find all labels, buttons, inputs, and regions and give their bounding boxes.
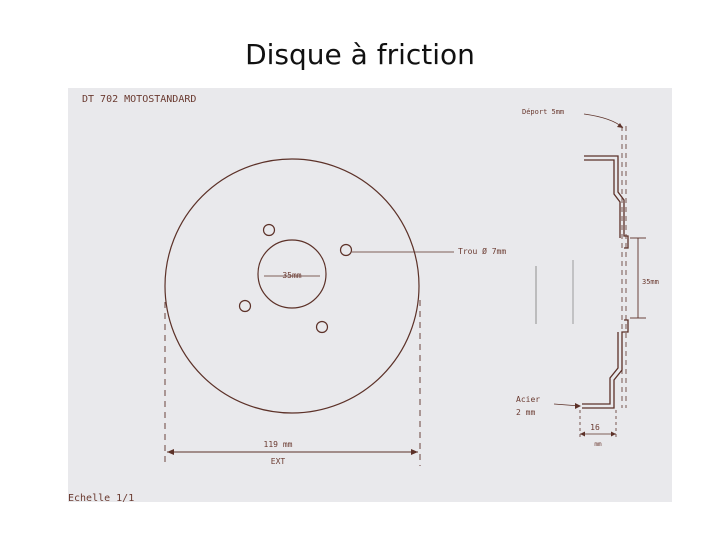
- model-label: DT 702 MOTOSTANDARD: [82, 94, 196, 105]
- material-label-line2: 2 mm: [516, 408, 535, 417]
- arrowhead: [575, 403, 581, 409]
- mounting-hole: [238, 299, 252, 313]
- profile-lower-inner: [582, 332, 619, 405]
- offset-label: Déport 5mm: [522, 108, 564, 116]
- arrowhead: [580, 431, 585, 437]
- arrowhead: [617, 123, 623, 128]
- mounting-hole: [315, 320, 329, 334]
- arrowhead: [411, 449, 418, 455]
- material-label-line1: Acier: [516, 395, 540, 404]
- friction-disc-drawing: DT 702 MOTOSTANDARD Echelle 1/1 35mm Tro…: [68, 88, 672, 502]
- side-height-label: 35mm: [642, 278, 659, 286]
- outer-diameter-suffix: EXT: [271, 457, 286, 466]
- hole-note: Trou Ø 7mm: [458, 246, 506, 256]
- scale-label: Echelle 1/1: [68, 493, 134, 502]
- arrowhead: [611, 431, 616, 437]
- outer-diameter-value: 119 mm: [264, 440, 293, 449]
- mounting-hole: [262, 223, 276, 237]
- inner-diameter-label: 35mm: [282, 271, 301, 280]
- paper-background: [68, 88, 672, 502]
- flange-width-unit: mm: [594, 441, 602, 448]
- technical-drawing-photo: DT 702 MOTOSTANDARD Echelle 1/1 35mm Tro…: [68, 88, 672, 502]
- mounting-hole: [339, 243, 353, 257]
- flange-width-label: 16: [590, 423, 600, 432]
- arrowhead: [167, 449, 174, 455]
- profile-lower-outline: [582, 319, 629, 409]
- profile-upper-inner: [584, 159, 621, 238]
- slide-title: Disque à friction: [245, 38, 475, 71]
- inner-bore-circle: [257, 239, 327, 309]
- profile-upper-outline: [584, 155, 629, 249]
- outer-disc-circle: [164, 158, 420, 414]
